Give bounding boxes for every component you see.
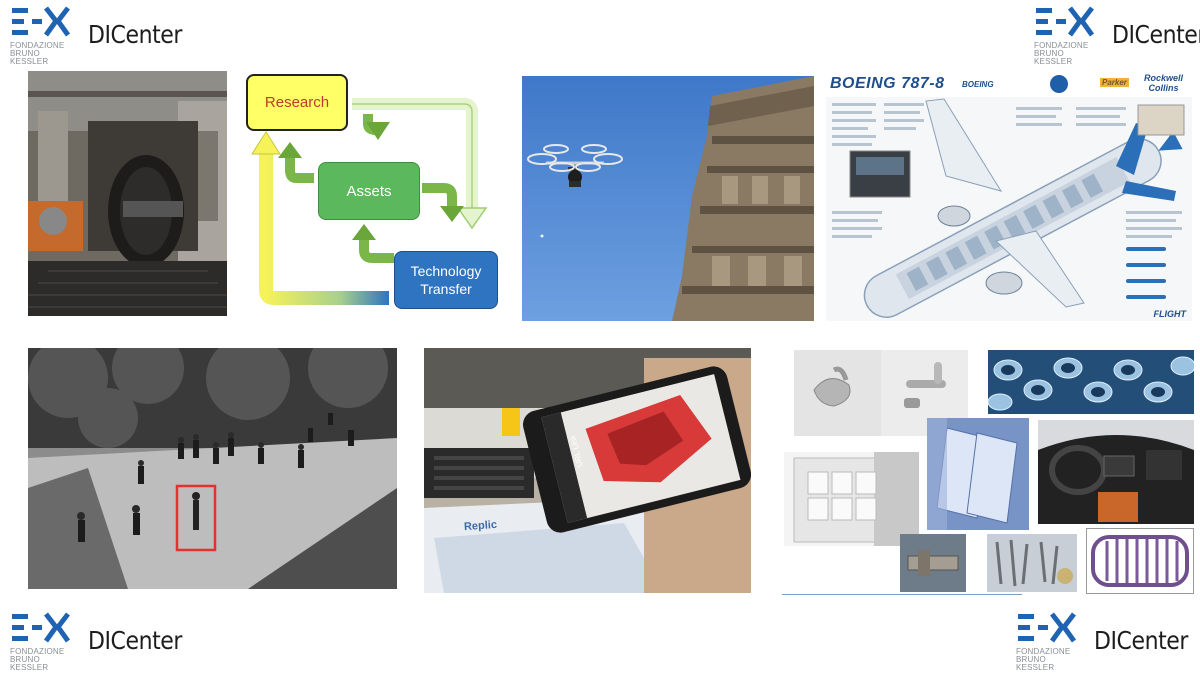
collage-baseline-divider bbox=[782, 594, 1022, 595]
car-grille-photo bbox=[1086, 528, 1194, 594]
drone-icon bbox=[527, 144, 623, 187]
logo-name: DICenter bbox=[1112, 20, 1200, 49]
screws-photo bbox=[987, 534, 1077, 592]
logo-name: DICenter bbox=[1094, 626, 1188, 655]
boeing-brand-label: BOEING bbox=[962, 80, 994, 89]
tracking-box bbox=[175, 484, 217, 552]
fbk-logo-icon bbox=[12, 6, 71, 37]
logo-name: DICenter bbox=[88, 626, 182, 655]
assets-box: Assets bbox=[318, 162, 420, 220]
product-collage bbox=[782, 348, 1196, 598]
innovation-cycle-diagram: Research Assets Technology Transfer bbox=[244, 70, 504, 315]
car-interior-photo bbox=[1038, 420, 1194, 524]
fbk-logo-icon bbox=[12, 612, 71, 643]
parker-label: Parker bbox=[1100, 78, 1129, 87]
tech-label-line2: Transfer bbox=[420, 281, 472, 297]
metal-fittings-photo bbox=[987, 350, 1196, 414]
research-label: Research bbox=[264, 94, 330, 111]
ar-phone-photo: URL Link Replic bbox=[424, 348, 751, 593]
logo-name: DICenter bbox=[88, 20, 182, 49]
pedestrian-tracking-photo bbox=[28, 348, 397, 589]
research-box: Research bbox=[246, 74, 348, 131]
light-switch-photo bbox=[784, 452, 919, 546]
metal-bars-photo bbox=[927, 418, 1029, 530]
fbk-logo-icon bbox=[1018, 612, 1077, 643]
flight-label: FLIGHT bbox=[1153, 309, 1187, 319]
technology-transfer-box: Technology Transfer bbox=[394, 251, 498, 309]
ge-logo-icon bbox=[1050, 75, 1068, 93]
fbk-logo-icon bbox=[1036, 6, 1095, 37]
tech-label-line1: Technology bbox=[410, 263, 482, 279]
drone-temple-photo bbox=[522, 76, 814, 321]
fastener-part-photo bbox=[900, 534, 966, 592]
replic-leaflet-label: Replic bbox=[463, 518, 498, 534]
boeing-poster-title: BOEING 787-8 bbox=[830, 75, 945, 92]
assets-label: Assets bbox=[346, 182, 392, 200]
tire-machine-photo bbox=[28, 71, 227, 316]
